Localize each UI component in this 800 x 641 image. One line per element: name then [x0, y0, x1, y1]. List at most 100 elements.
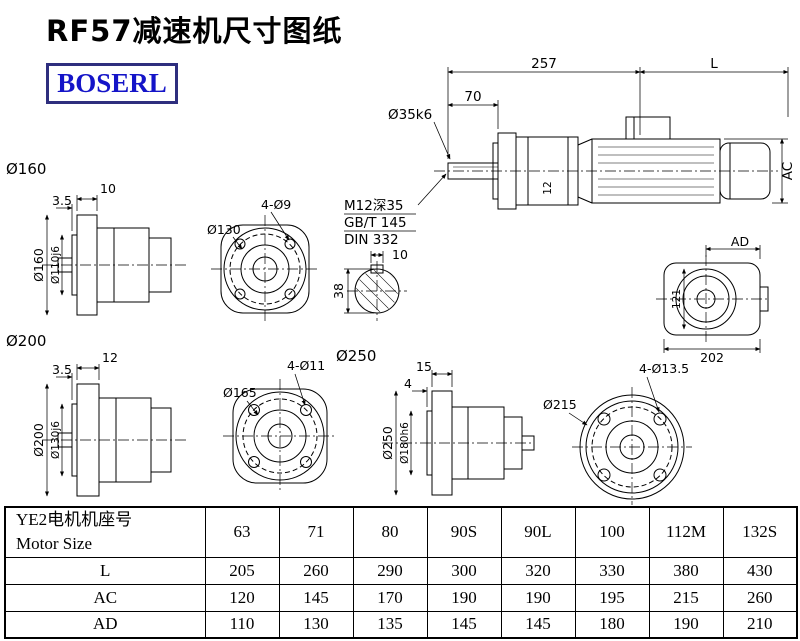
motor-end-outline: [656, 255, 770, 343]
dim-121: 121: [671, 268, 687, 330]
dim-dia110: Ø110j6: [50, 234, 65, 296]
bolt130-flange: [211, 215, 319, 323]
value-cell: 320: [500, 556, 576, 585]
value-cell: 190: [648, 610, 724, 639]
dim-spigot-label: 4: [404, 376, 412, 391]
note-gbt: GB/T 145: [344, 215, 407, 231]
dim-257-label: 257: [531, 56, 557, 72]
holes-label: 4-Ø11: [287, 358, 325, 373]
dim-dia200: Ø200: [31, 383, 50, 497]
motor-end-view: AD 121 202: [656, 234, 770, 365]
shaft-end-notes: M12深35 GB/T 145 DIN 332: [344, 173, 447, 248]
note-din: DIN 332: [344, 232, 399, 248]
dia-outer-label: Ø160: [31, 248, 46, 282]
value-cell: 180: [574, 610, 650, 639]
dim-dia180h6: Ø180h6: [399, 410, 414, 476]
gearmotor-outline: [434, 116, 778, 210]
size-header-cell: 63: [204, 506, 280, 558]
value-cell: 145: [426, 610, 502, 639]
dim-flange160-thickness: 10: [76, 181, 116, 211]
value-cell: 330: [574, 556, 650, 585]
dim-thk-label: 15: [416, 359, 432, 374]
value-cell: 195: [574, 583, 650, 612]
dim-70: 70: [447, 89, 499, 129]
value-cell: 145: [500, 610, 576, 639]
flange250-outline: [382, 390, 535, 496]
dim-flange160-spigot: 3.5: [52, 193, 73, 231]
row-label-cell: L: [4, 556, 206, 585]
bolt165-flange: [223, 379, 337, 493]
dim-flange250-thickness: 15: [416, 359, 453, 387]
keyway-width-label: 10: [392, 247, 408, 262]
row-label-cell: AD: [4, 610, 206, 639]
dim-AD: AD: [705, 234, 761, 259]
bolt215-flange: [572, 387, 692, 505]
value-cell: 205: [204, 556, 280, 585]
motor-size-table: YE2电机机座号 Motor Size 63 71 80 90S 90L 100…: [4, 506, 798, 639]
size-header-cell: 112M: [648, 506, 724, 558]
bolt130-view: 4-Ø9 Ø130: [207, 197, 319, 323]
dim-121-label: 121: [671, 289, 683, 309]
size-header-cell: 80: [352, 506, 428, 558]
dim-bolt215-dia: Ø215: [543, 397, 588, 426]
value-cell: 260: [722, 583, 798, 612]
value-cell: 145: [278, 583, 354, 612]
shaft-diameter-label: Ø35k6: [388, 107, 432, 123]
dim-202: 202: [663, 339, 761, 365]
bolt165-view: 4-Ø11 Ø165: [223, 358, 337, 493]
keyway-dim-label: 12: [542, 181, 554, 194]
dim-flange200-spigot: 3.5: [52, 362, 73, 400]
value-cell: 215: [648, 583, 724, 612]
dim-keyway-width: 10: [370, 247, 408, 263]
row-label-cell: AC: [4, 583, 206, 612]
flange160-view: Ø160 10 3.5 Ø160 Ø110j6: [6, 160, 188, 316]
flange160-outline: [42, 214, 188, 316]
value-cell: 130: [278, 610, 354, 639]
flange250-view: Ø250 15 4 Ø250 Ø180h6: [336, 347, 535, 496]
dim-spigot-label: 3.5: [52, 362, 72, 377]
dim-ac-label: AC: [780, 162, 796, 180]
dim-70-label: 70: [464, 89, 481, 105]
dim-thk-label: 10: [100, 181, 116, 196]
dia-spigot-label: Ø130j6: [50, 421, 62, 459]
dim-spigot-label: 3.5: [52, 193, 72, 208]
value-cell: 380: [648, 556, 724, 585]
header-cn: YE2电机机座号: [16, 510, 133, 530]
dim-bolt130-holes: 4-Ø9: [261, 197, 291, 241]
brand-logo: BOSERL: [46, 63, 178, 104]
shaft-38-label: 38: [331, 283, 346, 299]
dim-dia130j6: Ø130j6: [50, 403, 65, 477]
dim-257: 257: [447, 56, 641, 159]
dim-AC: AC: [724, 138, 796, 204]
assembly-view: 257 L 70 Ø35k6 AC 12 M12深35 GB/T 145 DIN…: [344, 56, 796, 248]
page-title: RF57减速机尺寸图纸: [46, 14, 343, 48]
value-cell: 190: [426, 583, 502, 612]
value-cell: 110: [204, 610, 280, 639]
size-header-cell: 71: [278, 506, 354, 558]
dim-flange250-spigot: 4: [404, 376, 428, 407]
size-header-cell: 90L: [500, 506, 576, 558]
dia-spigot-label: Ø110j6: [50, 246, 62, 284]
value-cell: 190: [500, 583, 576, 612]
dim-bolt165-holes: 4-Ø11: [287, 358, 325, 406]
dim-l-label: L: [710, 56, 718, 72]
value-cell: 210: [722, 610, 798, 639]
flange200-view: Ø200 12 3.5 Ø200 Ø130j6: [6, 332, 188, 497]
size-header-cell: 132S: [722, 506, 798, 558]
table-row-AC: AC 120 145 170 190 190 195 215 260: [4, 583, 798, 612]
value-cell: 120: [204, 583, 280, 612]
brand-logo-text: BOSERL: [57, 68, 167, 98]
holes-label: 4-Ø13.5: [639, 361, 689, 376]
dim-bolt215-holes: 4-Ø13.5: [639, 361, 689, 413]
value-cell: 260: [278, 556, 354, 585]
value-cell: 430: [722, 556, 798, 585]
value-cell: 135: [352, 610, 428, 639]
dim-ad-label: AD: [731, 234, 749, 249]
size-header-cell: 90S: [426, 506, 502, 558]
bolt215-view: 4-Ø13.5 Ø215: [543, 361, 692, 505]
dia-label: Ø215: [543, 397, 577, 412]
holes-label: 4-Ø9: [261, 197, 291, 212]
shaft-section-outline: [347, 261, 407, 321]
value-cell: 170: [352, 583, 428, 612]
dia-label: Ø130: [207, 222, 241, 237]
